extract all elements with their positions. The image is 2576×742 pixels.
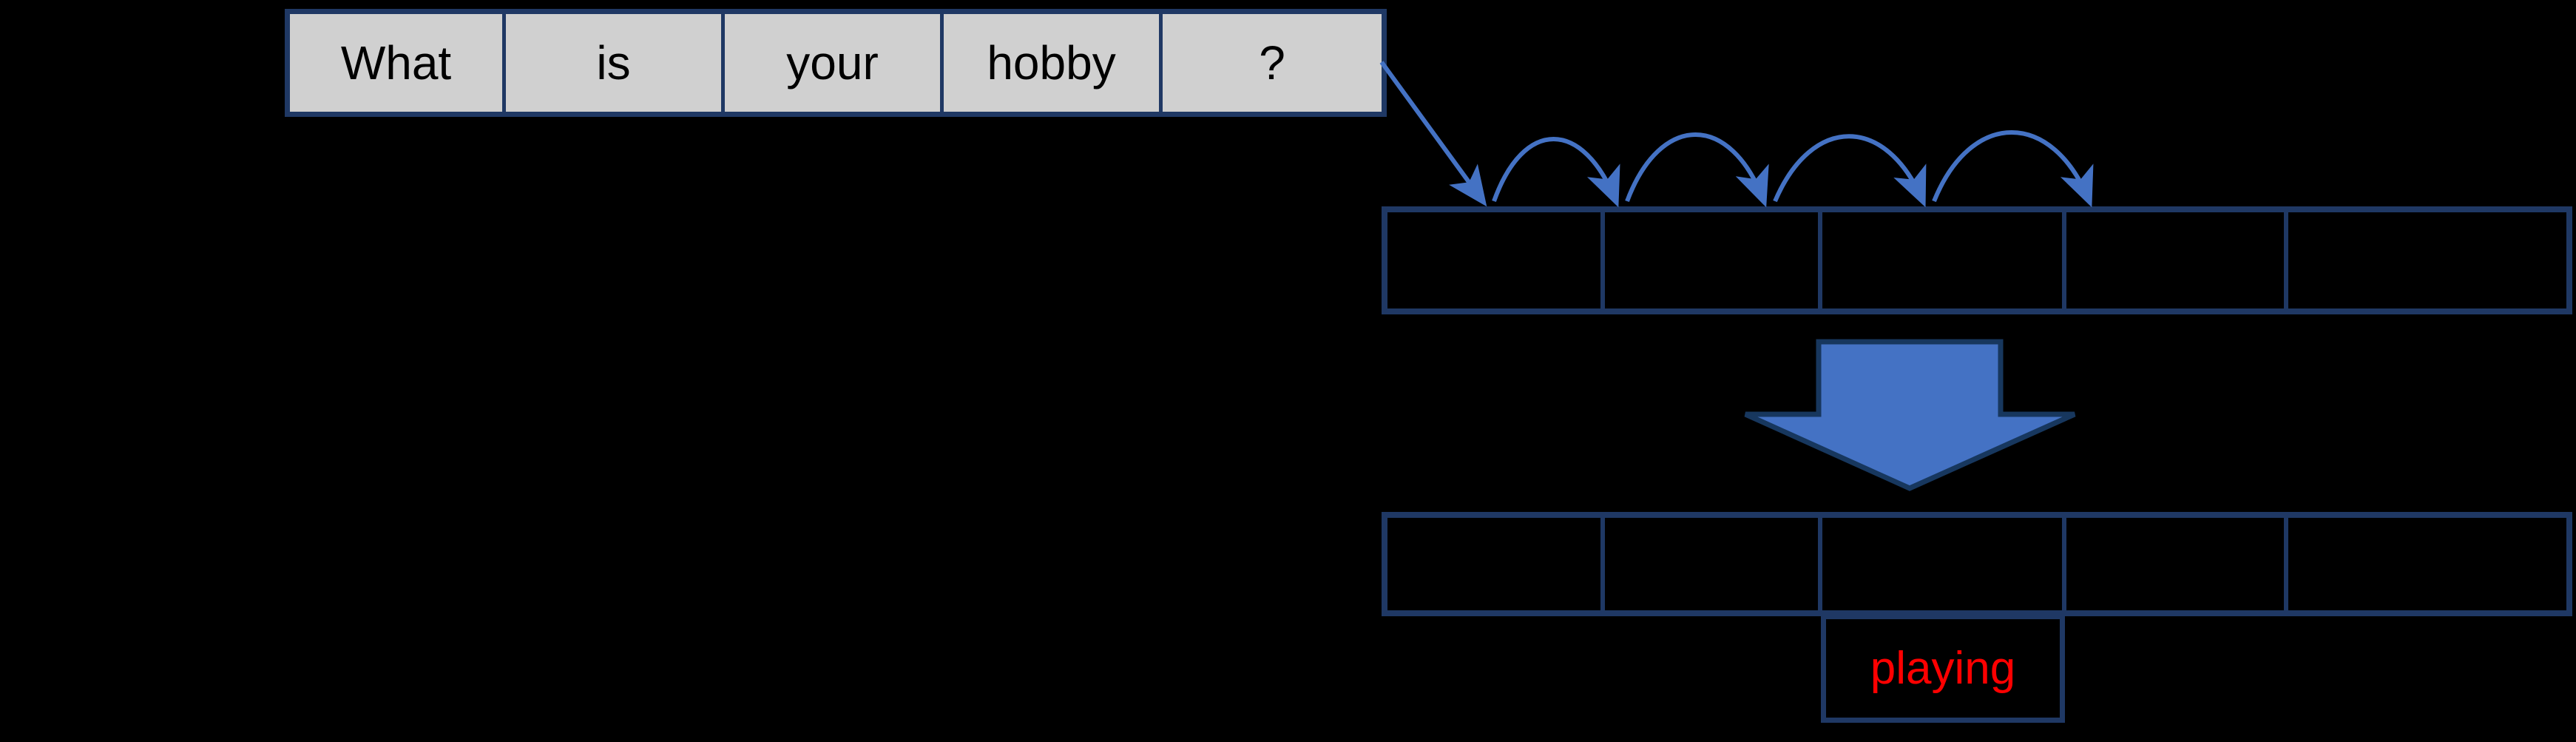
decoder-state-cell-1 — [1387, 518, 1605, 610]
source-token-cell-2: is — [506, 14, 725, 112]
output-word-cell: playing — [1821, 614, 2065, 723]
encoder-state-cell-4 — [2066, 212, 2288, 308]
source-token-cell-4: hobby — [944, 14, 1163, 112]
decoder-state-cell-3 — [1822, 518, 2066, 610]
decoder-state-cell-5 — [2288, 518, 2566, 610]
feed-arrow-diagonal — [1379, 61, 1487, 207]
source-token-cell-1: What — [290, 14, 506, 112]
hop-arrow-2 — [1625, 132, 1769, 208]
decoder-state-cell-4 — [2066, 518, 2288, 610]
source-token-table: What is your hobby ? — [285, 9, 1387, 117]
down-block-arrow — [1744, 339, 2076, 491]
encoder-state-cell-5 — [2288, 212, 2566, 308]
hop-arrow-1 — [1492, 137, 1620, 208]
encoder-state-cell-3 — [1822, 212, 2066, 308]
source-token-cell-3: your — [725, 14, 944, 112]
hop-arrow-3 — [1773, 134, 1927, 208]
encoder-state-cell-2 — [1605, 212, 1822, 308]
decoder-state-cell-2 — [1605, 518, 1822, 610]
encoder-state-cell-1 — [1387, 212, 1605, 308]
hop-arrow-4 — [1932, 130, 2094, 208]
source-token-cell-5: ? — [1163, 14, 1382, 112]
decoder-state-table — [1382, 512, 2572, 616]
encoder-state-table — [1382, 206, 2572, 314]
